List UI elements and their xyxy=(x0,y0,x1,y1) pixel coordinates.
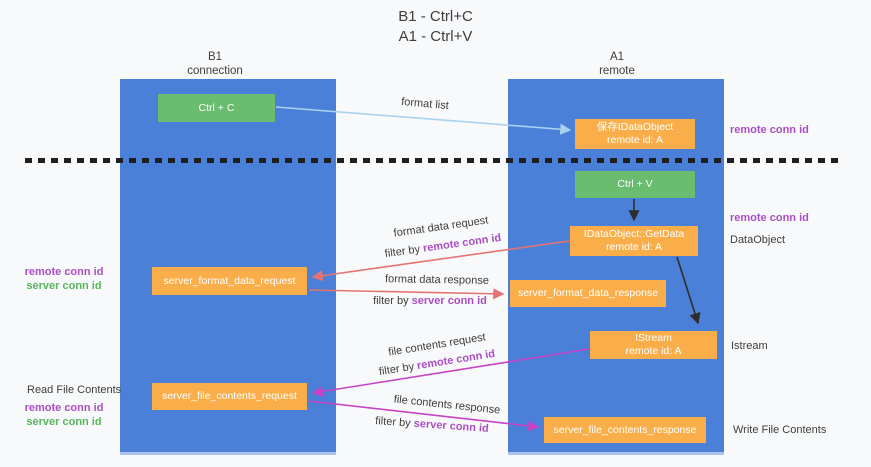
label-remote-conn-id-mid-left: remote conn id xyxy=(24,266,104,278)
label-filter-by-server-conn-id-2: filter by server conn id xyxy=(352,413,512,436)
lane-b1-name: B1 xyxy=(207,51,223,63)
node-ctrl-v: Ctrl + V xyxy=(575,171,695,198)
node-idataobject-getdata-line1: IDataObject::GetData xyxy=(583,228,685,240)
label-read-file-contents: Read File Contents xyxy=(27,384,122,396)
label-remote-conn-id-bottom-left: remote conn id xyxy=(24,402,104,414)
node-istream: IStream remote id: A xyxy=(590,331,717,359)
node-save-idataobject: 保存IDataObject remote id: A xyxy=(575,119,695,149)
node-istream-line1: IStream xyxy=(635,332,672,344)
node-server-file-contents-request-label: server_file_contents_request xyxy=(162,390,297,402)
node-idataobject-getdata: IDataObject::GetData remote id: A xyxy=(570,226,698,256)
filter-by-prefix: filter by xyxy=(374,415,412,430)
node-idataobject-getdata-line2: remote id: A xyxy=(605,241,663,253)
label-file-contents-response: file contents response xyxy=(393,393,501,417)
label-dataobject: DataObject xyxy=(730,234,786,246)
label-write-file-contents: Write File Contents xyxy=(733,424,827,436)
node-server-format-data-response-label: server_format_data_response xyxy=(517,287,659,299)
node-ctrl-v-label: Ctrl + V xyxy=(617,178,653,190)
lane-header-b1: B1 connection xyxy=(155,50,275,78)
diagram-title: B1 - Ctrl+C A1 - Ctrl+V xyxy=(0,7,871,47)
node-server-file-contents-response: server_file_contents_response xyxy=(544,417,706,443)
label-istream: Istream xyxy=(731,340,768,352)
node-ctrl-c: Ctrl + C xyxy=(158,94,275,122)
node-save-idataobject-line1: 保存IDataObject xyxy=(596,121,674,133)
filter-by-value: remote conn id xyxy=(422,231,502,255)
node-save-idataobject-line2: remote id: A xyxy=(606,134,664,146)
label-server-conn-id-mid-left: server conn id xyxy=(26,280,102,292)
node-istream-line2: remote id: A xyxy=(625,345,682,357)
session-divider-line xyxy=(25,158,843,163)
filter-by-value: server conn id xyxy=(413,417,490,435)
label-server-conn-id-bottom-left: server conn id xyxy=(26,416,102,428)
format-data-response-arrow xyxy=(308,288,505,300)
node-server-file-contents-request: server_file_contents_request xyxy=(152,383,307,410)
node-ctrl-c-label: Ctrl + C xyxy=(198,101,235,114)
lane-a1-name: A1 xyxy=(609,51,625,63)
filter-by-prefix: filter by xyxy=(378,360,416,379)
node-server-format-data-request-label: server_format_data_request xyxy=(163,274,296,287)
node-server-format-data-request: server_format_data_request xyxy=(152,267,307,295)
node-server-format-data-response: server_format_data_response xyxy=(510,280,666,307)
node-server-file-contents-response-label: server_file_contents_response xyxy=(553,423,697,436)
lane-header-a1: A1 remote xyxy=(557,50,677,78)
title-line-2: A1 - Ctrl+V xyxy=(398,28,473,45)
label-filter-by-server-conn-id-1: filter by server conn id xyxy=(350,295,510,307)
label-remote-conn-id-top-right: remote conn id xyxy=(730,124,809,136)
lane-b1-sub: connection xyxy=(187,65,243,77)
filter-by-prefix: filter by xyxy=(384,243,421,261)
label-format-list: format list xyxy=(400,95,450,113)
filter-by-value: server conn id xyxy=(411,295,487,307)
label-format-data-response: format data response xyxy=(384,273,490,287)
label-remote-conn-id-mid-right: remote conn id xyxy=(730,212,809,224)
lane-a1-sub: remote xyxy=(599,65,635,77)
title-line-1: B1 - Ctrl+C xyxy=(398,8,473,25)
filter-by-prefix: filter by xyxy=(373,295,409,307)
